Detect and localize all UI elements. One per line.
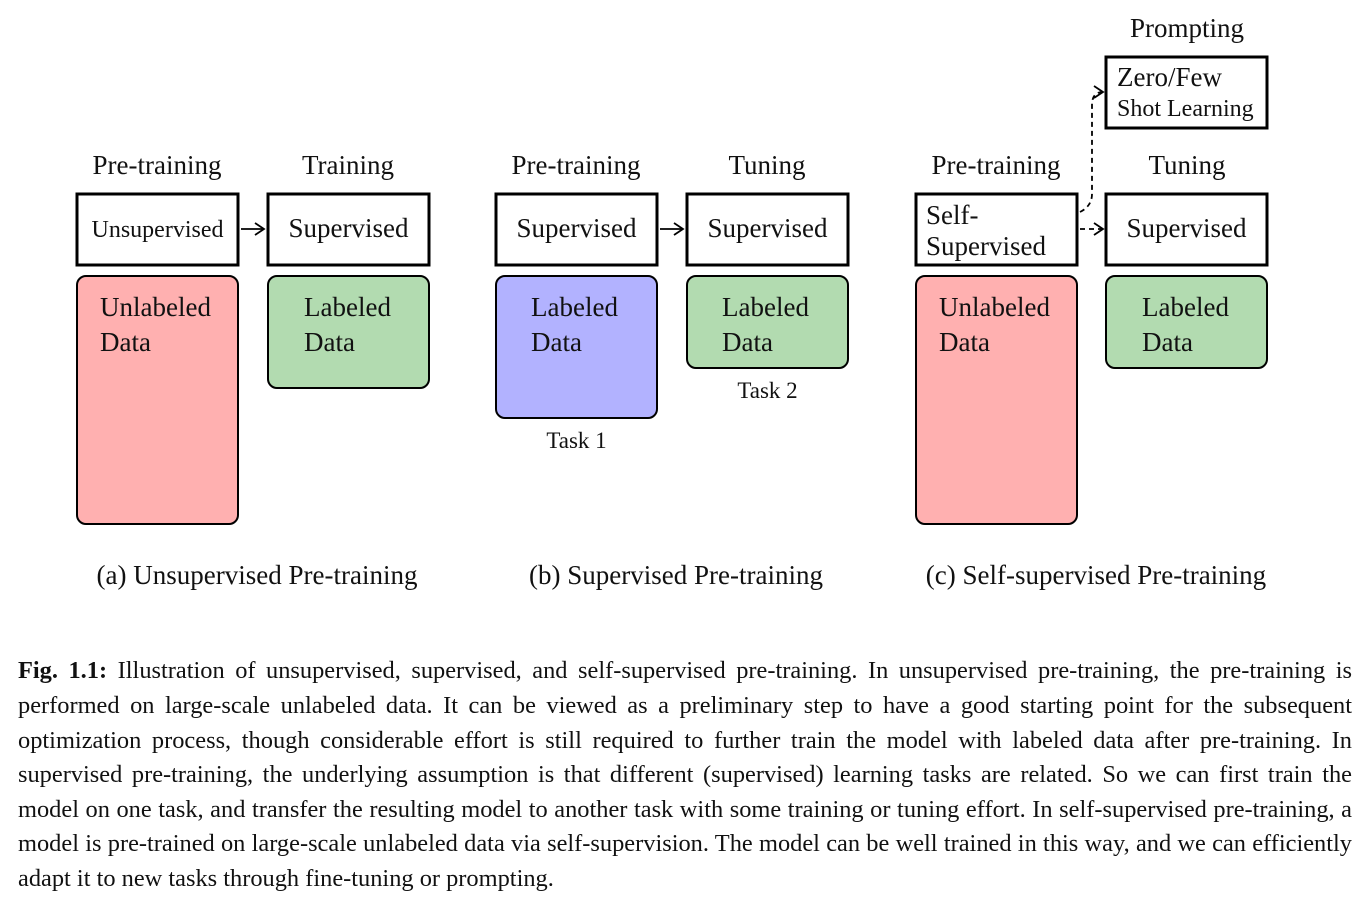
panel-c-supervised-box <box>1104 192 1269 267</box>
panel-b-header-pretraining: Pre-training <box>512 150 641 180</box>
panel-a-supervised-label: Supervised <box>289 213 409 243</box>
panel-b-task-1: Task 1 <box>546 428 606 453</box>
panel-b-header-tuning: Tuning <box>728 150 805 180</box>
panel-a-labeled-data-line2: Data <box>304 327 355 357</box>
panel-c-header-prompting: Prompting <box>1130 13 1244 43</box>
panel-b-labeled-data-2 <box>686 275 849 369</box>
panel-a-header-pretraining: Pre-training <box>93 150 222 180</box>
panel-b-labeled-data-2-line1: Labeled <box>722 292 809 322</box>
panel-a-labeled-data-line1: Labeled <box>304 292 391 322</box>
panel-a-unlabeled-data-line1: Unlabeled <box>100 292 211 322</box>
panel-a-unlabeled-data <box>76 275 239 525</box>
panel-b-supervised-box-2 <box>685 192 850 267</box>
panel-c-header-pretraining: Pre-training <box>932 150 1061 180</box>
panel-c-dashed-arrow-prompting <box>1079 85 1105 213</box>
panel-c-labeled-data-line2: Data <box>1142 327 1193 357</box>
panel-c-zero-few-shot-box <box>1104 55 1269 130</box>
panel-b-caption: (b) Supervised Pre-training <box>529 560 823 590</box>
panel-c-caption: (c) Self-supervised Pre-training <box>926 560 1266 590</box>
figure-caption-label: Fig. 1.1: <box>18 657 108 685</box>
panel-b-task-2: Task 2 <box>737 378 797 403</box>
panel-c-zero-few-shot-line1: Zero/Few <box>1117 62 1222 92</box>
panel-c-self-supervised-line1: Self- <box>926 200 978 230</box>
panel-c-unlabeled-data <box>915 275 1078 525</box>
panel-b: Pre-training Tuning Supervised Supervise… <box>494 150 850 590</box>
panel-c-labeled-data-line1: Labeled <box>1142 292 1229 322</box>
panel-b-labeled-data-1-line1: Labeled <box>531 292 618 322</box>
panel-b-labeled-data-2-line2: Data <box>722 327 773 357</box>
panel-a-supervised-box <box>266 192 431 267</box>
panel-b-labeled-data-1-line2: Data <box>531 327 582 357</box>
panel-b-labeled-data-1 <box>495 275 658 419</box>
panel-a-unlabeled-data-line2: Data <box>100 327 151 357</box>
panel-b-supervised-box-1 <box>494 192 659 267</box>
panel-c-zero-few-shot-line2: Shot Learning <box>1117 96 1254 122</box>
panel-a-header-training: Training <box>302 150 394 180</box>
figure-caption: Fig. 1.1: Illustration of unsupervised, … <box>18 654 1352 896</box>
panel-a-unsupervised-box <box>75 192 240 267</box>
panel-b-supervised-label-2: Supervised <box>708 213 828 243</box>
panel-b-supervised-label-1: Supervised <box>517 213 637 243</box>
panel-c-supervised-label: Supervised <box>1127 213 1247 243</box>
panel-a-caption: (a) Unsupervised Pre-training <box>97 560 418 590</box>
panel-a-labeled-data <box>267 275 430 389</box>
pretraining-diagram: Pre-training Training Unsupervised Super… <box>75 13 1269 590</box>
panel-c-unlabeled-data-line2: Data <box>939 327 990 357</box>
panel-a: Pre-training Training Unsupervised Super… <box>75 150 431 590</box>
panel-c-labeled-data <box>1105 275 1268 369</box>
panel-c-header-tuning: Tuning <box>1148 150 1225 180</box>
panel-c-unlabeled-data-line1: Unlabeled <box>939 292 1050 322</box>
panel-c-self-supervised-box <box>914 192 1079 267</box>
panel-a-unsupervised-label: Unsupervised <box>92 217 224 243</box>
figure-caption-text: Illustration of unsupervised, supervised… <box>18 657 1352 892</box>
panel-c-self-supervised-line2: Supervised <box>926 231 1046 261</box>
panel-c: Prompting Zero/Few Shot Learning Pre-tra… <box>914 13 1269 590</box>
